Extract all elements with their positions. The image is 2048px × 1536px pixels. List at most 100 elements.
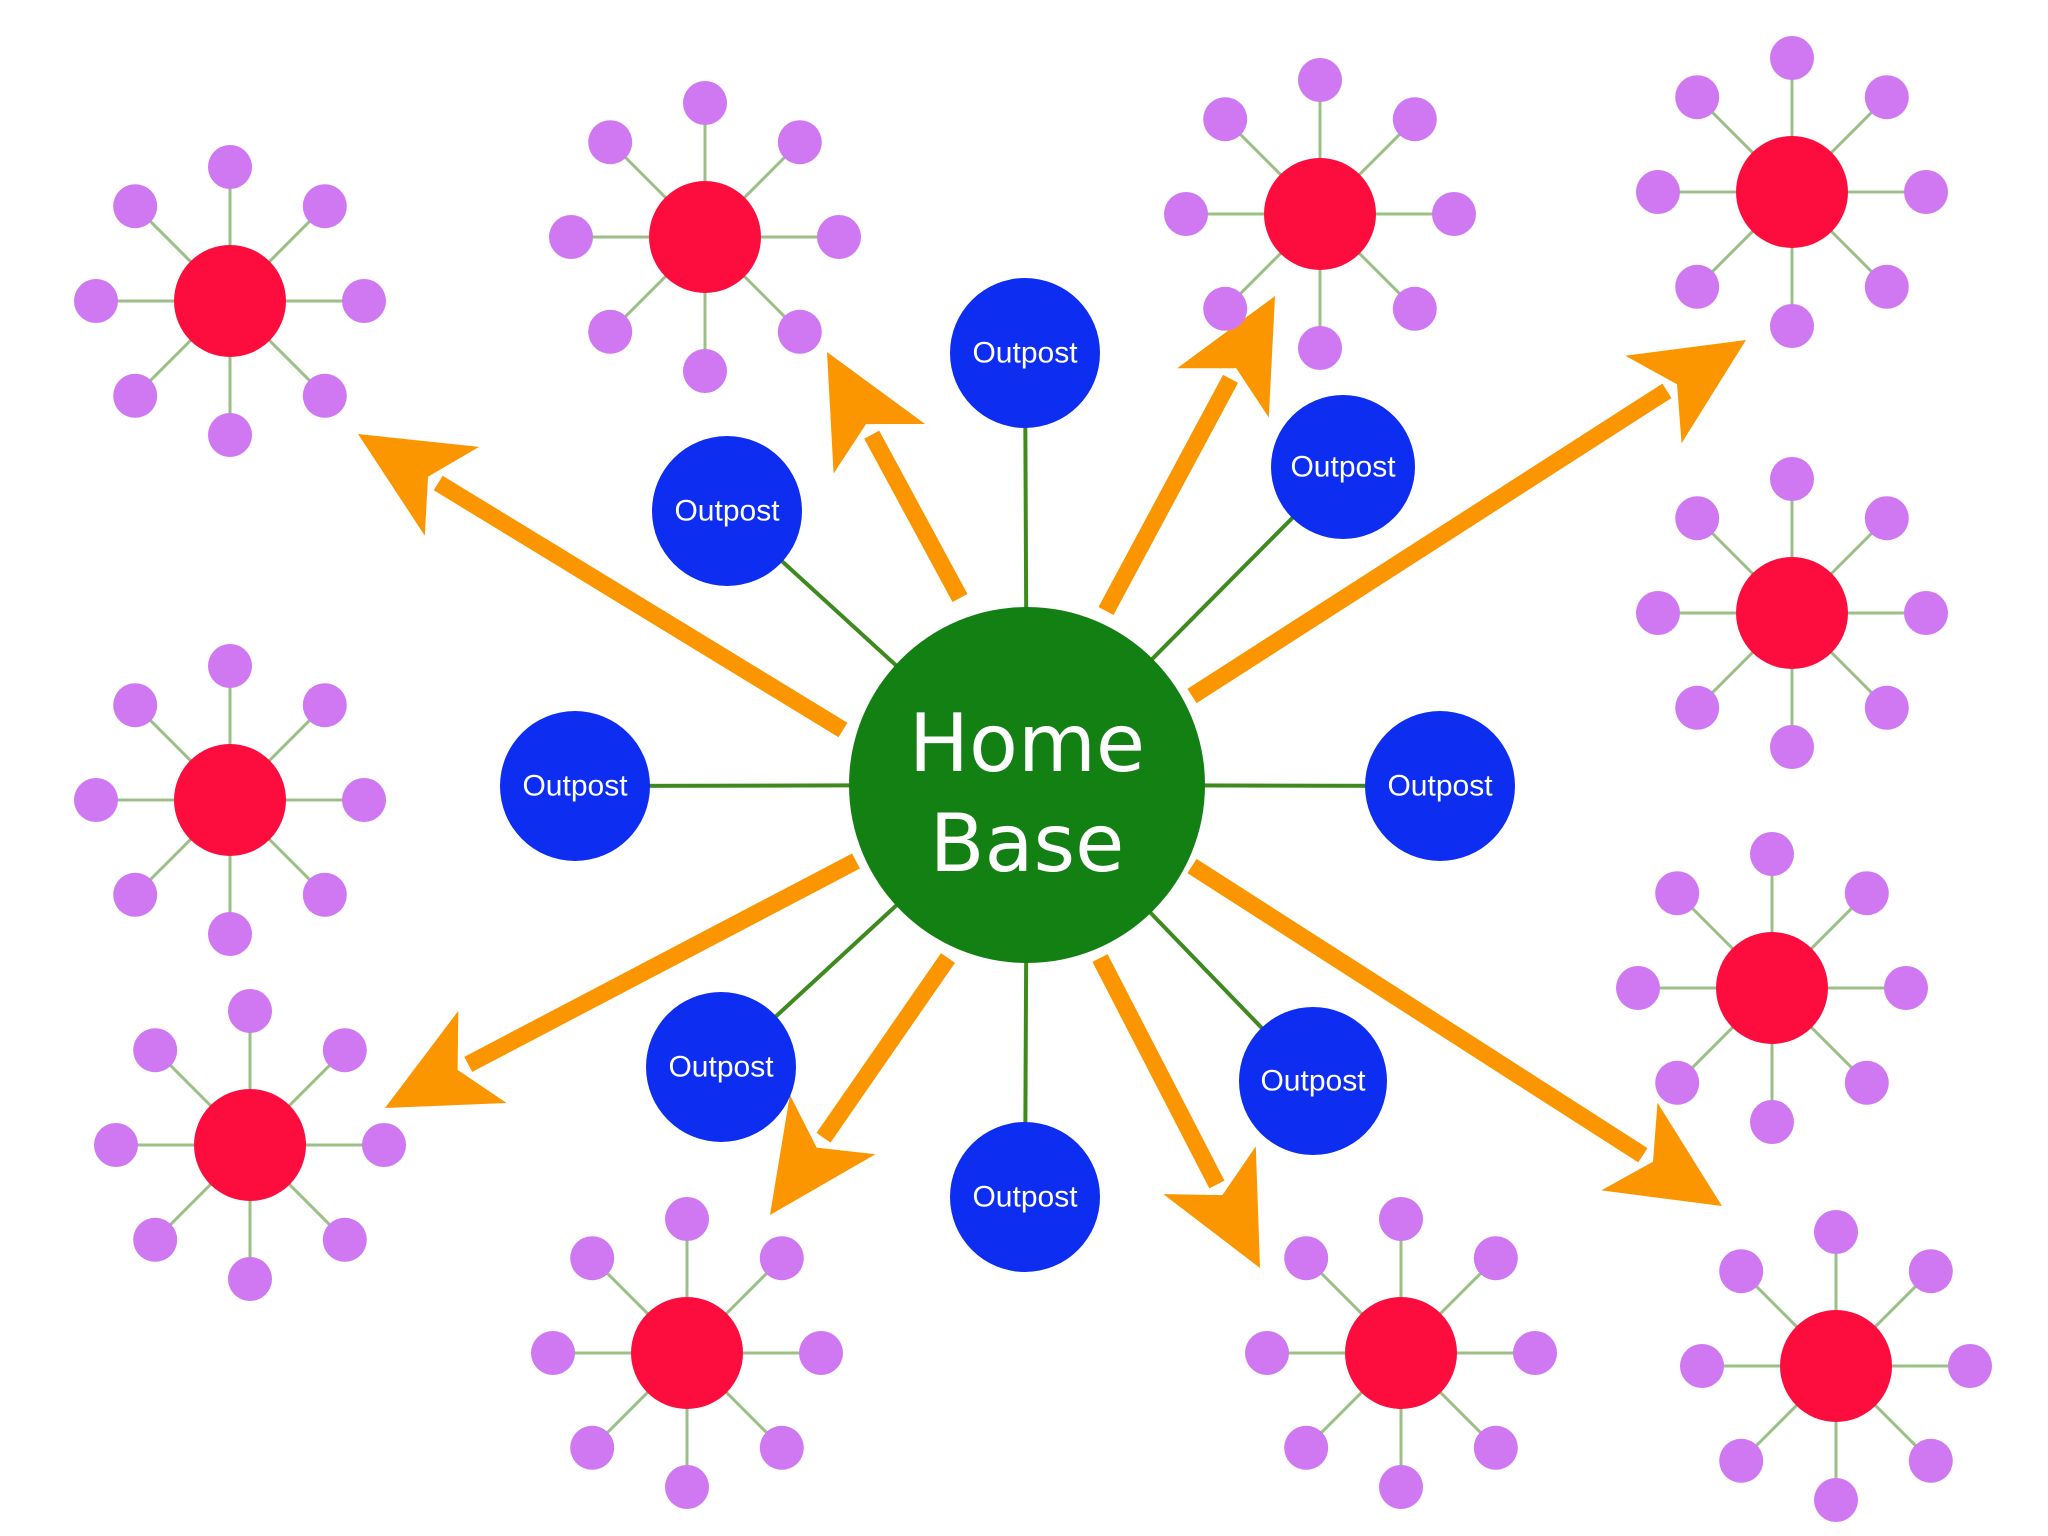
outpost-label: Outpost [972, 337, 1078, 370]
satellite-node [799, 1331, 843, 1375]
satellite-node [817, 215, 861, 259]
outpost-circle [652, 436, 802, 586]
satellite-node [1616, 966, 1660, 1010]
satellite-node [1864, 685, 1909, 730]
satellite-node [1884, 966, 1928, 1010]
satellite-node [302, 184, 347, 229]
satellite-node [1203, 97, 1248, 142]
satellite-node [1392, 97, 1437, 142]
satellite-node [683, 349, 727, 393]
satellite-node [531, 1331, 575, 1375]
satellite-node [1298, 58, 1342, 102]
satellite-node [302, 872, 347, 917]
satellite-node [1655, 871, 1700, 916]
outpost-node: Outpost [1239, 1007, 1387, 1155]
satellite-node [113, 184, 158, 229]
satellite-cluster [531, 1197, 843, 1509]
satellite-cluster [549, 81, 861, 393]
satellite-node [1392, 286, 1437, 331]
cluster-hub [631, 1297, 743, 1409]
outpost-circle [950, 1122, 1100, 1272]
satellite-node [1513, 1331, 1557, 1375]
outpost-label: Outpost [1260, 1065, 1366, 1098]
satellite-node [302, 683, 347, 728]
satellite-node [228, 989, 272, 1033]
arrow-shaft [864, 430, 968, 603]
satellite-node [1432, 192, 1476, 236]
satellite-clusters [74, 36, 1992, 1522]
satellite-node [1770, 725, 1814, 769]
satellite-node [1908, 1438, 1953, 1483]
satellite-node [1473, 1425, 1518, 1470]
satellite-node [549, 215, 593, 259]
satellite-node [1164, 192, 1208, 236]
outpost-label: Outpost [668, 1051, 774, 1084]
satellite-node [683, 81, 727, 125]
outpost-label: Outpost [522, 770, 628, 803]
outposts: Outpost Outpost Outpost Outpost Outpost … [500, 278, 1515, 1272]
satellite-node [1655, 1060, 1700, 1105]
satellite-node [759, 1236, 804, 1281]
satellite-cluster [94, 989, 406, 1301]
satellite-node [1675, 685, 1720, 730]
satellite-node [1680, 1344, 1724, 1388]
satellite-cluster [74, 145, 386, 457]
arrow-shaft [1098, 374, 1239, 616]
satellite-node [1750, 832, 1794, 876]
satellite-node [1864, 496, 1909, 541]
satellite-node [1284, 1425, 1329, 1470]
satellite-node [342, 778, 386, 822]
satellite-node [113, 872, 158, 917]
arrow-shaft [433, 475, 848, 738]
satellite-cluster [1680, 1210, 1992, 1522]
satellite-node [1284, 1236, 1329, 1281]
satellite-node [302, 373, 347, 418]
satellite-node [94, 1123, 138, 1167]
cluster-hub [1736, 136, 1848, 248]
cluster-hub [1716, 932, 1828, 1044]
satellite-node [588, 120, 633, 165]
arrow-head [1163, 1146, 1260, 1268]
home-base-label-line2: Base [930, 797, 1125, 890]
arrow-shaft [1092, 954, 1225, 1189]
satellite-node [1675, 75, 1720, 120]
outpost-node: Outpost [1365, 711, 1515, 861]
satellite-node [1675, 496, 1720, 541]
satellite-node [1379, 1465, 1423, 1509]
arrow-shaft [1187, 383, 1672, 704]
arrow-head [1177, 296, 1275, 418]
satellite-node [570, 1236, 615, 1281]
satellite-node [1636, 170, 1680, 214]
satellite-node [322, 1028, 367, 1073]
satellite-node [1904, 591, 1948, 635]
satellite-node [1203, 286, 1248, 331]
outpost-node: Outpost [950, 1122, 1100, 1272]
satellite-node [1864, 264, 1909, 309]
arrow-head [1601, 1102, 1722, 1206]
satellite-node [1844, 1060, 1889, 1105]
satellite-node [1844, 871, 1889, 916]
outpost-node: Outpost [646, 992, 796, 1142]
outpost-node: Outpost [652, 436, 802, 586]
satellite-node [74, 778, 118, 822]
satellite-node [133, 1217, 178, 1262]
satellite-node [759, 1425, 804, 1470]
satellite-node [322, 1217, 367, 1262]
arrow-shaft [816, 953, 955, 1143]
satellite-cluster [1245, 1197, 1557, 1509]
satellite-node [777, 309, 822, 354]
outpost-label: Outpost [1387, 770, 1493, 803]
satellite-node [588, 309, 633, 354]
satellite-node [1719, 1249, 1764, 1294]
arrow-head [1625, 340, 1746, 444]
cluster-hub [649, 181, 761, 293]
cluster-hub [174, 245, 286, 357]
outpost-node: Outpost [500, 711, 650, 861]
satellite-node [1908, 1249, 1953, 1294]
satellite-cluster [1636, 457, 1948, 769]
satellite-node [1948, 1344, 1992, 1388]
satellite-cluster [74, 644, 386, 956]
outpost-node: Outpost [950, 278, 1100, 428]
home-base: Home Base [849, 607, 1205, 963]
